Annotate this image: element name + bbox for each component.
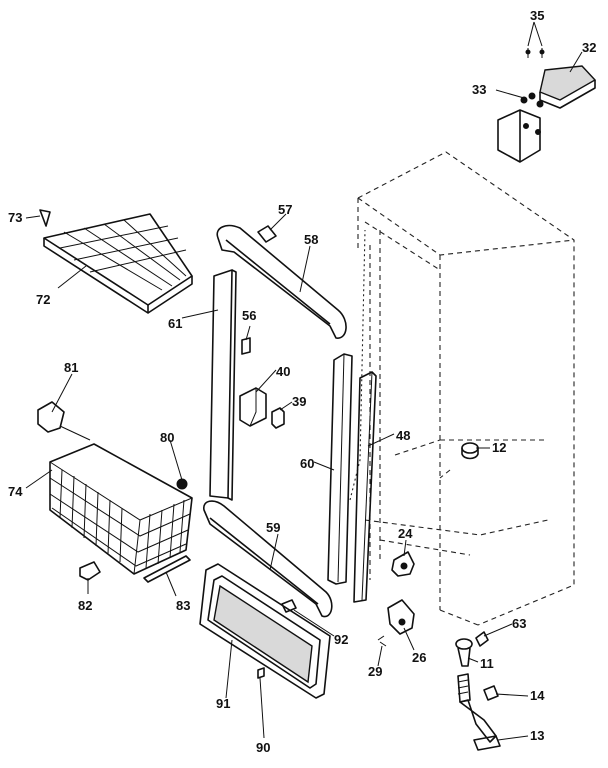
basket-part-74 [37, 401, 193, 575]
callout-72: 72 [36, 292, 50, 307]
door-panel-part-91 [199, 563, 331, 699]
callout-13: 13 [530, 728, 544, 743]
callout-91: 91 [216, 696, 230, 711]
callout-labels: 35 32 33 73 72 57 58 61 56 81 40 39 80 7… [8, 8, 596, 755]
callout-48: 48 [396, 428, 410, 443]
callout-14: 14 [530, 688, 545, 703]
top-hinge-assembly [497, 48, 597, 163]
shelf-part-72 [39, 209, 193, 314]
callout-82: 82 [78, 598, 92, 613]
callout-73: 73 [8, 210, 22, 225]
callout-81: 81 [64, 360, 78, 375]
callout-90: 90 [256, 740, 270, 755]
callout-29: 29 [368, 664, 382, 679]
callout-40: 40 [276, 364, 290, 379]
callout-59: 59 [266, 520, 280, 535]
callout-39: 39 [292, 394, 306, 409]
callout-26: 26 [412, 650, 426, 665]
callout-61: 61 [168, 316, 182, 331]
lower-hardware [455, 442, 501, 751]
callout-56: 56 [242, 308, 256, 323]
callout-80: 80 [160, 430, 174, 445]
callout-92: 92 [334, 632, 348, 647]
small-hardware [239, 225, 285, 429]
callout-35: 35 [530, 8, 544, 23]
callout-58: 58 [304, 232, 318, 247]
callout-33: 33 [472, 82, 486, 97]
rod-and-clip [79, 555, 191, 583]
callout-57: 57 [278, 202, 292, 217]
callout-24: 24 [398, 526, 413, 541]
callout-60: 60 [300, 456, 314, 471]
callout-83: 83 [176, 598, 190, 613]
cabinet-outline [349, 151, 575, 626]
side-gaskets [327, 353, 377, 603]
callout-63: 63 [512, 616, 526, 631]
callout-12: 12 [492, 440, 506, 455]
hinge-brackets [377, 551, 415, 647]
callout-74: 74 [8, 484, 23, 499]
leader-lines [25, 21, 583, 741]
callout-11: 11 [480, 656, 494, 671]
callout-32: 32 [582, 40, 596, 55]
door-frame-parts [203, 224, 347, 618]
